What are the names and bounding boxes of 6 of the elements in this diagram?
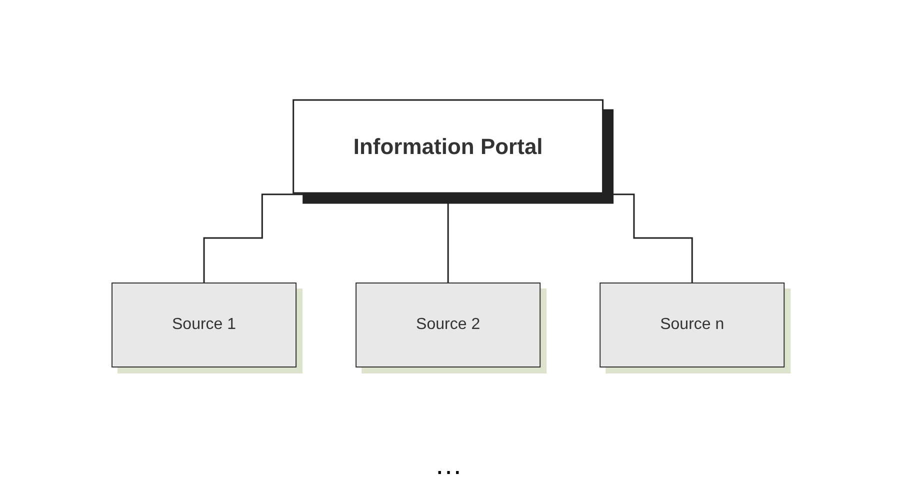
node-box: Source 2: [356, 282, 542, 368]
arrow: [444, 192, 453, 284]
ellipsis-text: …: [434, 448, 462, 480]
node-box: Source 1: [112, 282, 297, 368]
node-box: Information Portal: [293, 99, 604, 194]
node-box: Source n: [600, 282, 786, 368]
